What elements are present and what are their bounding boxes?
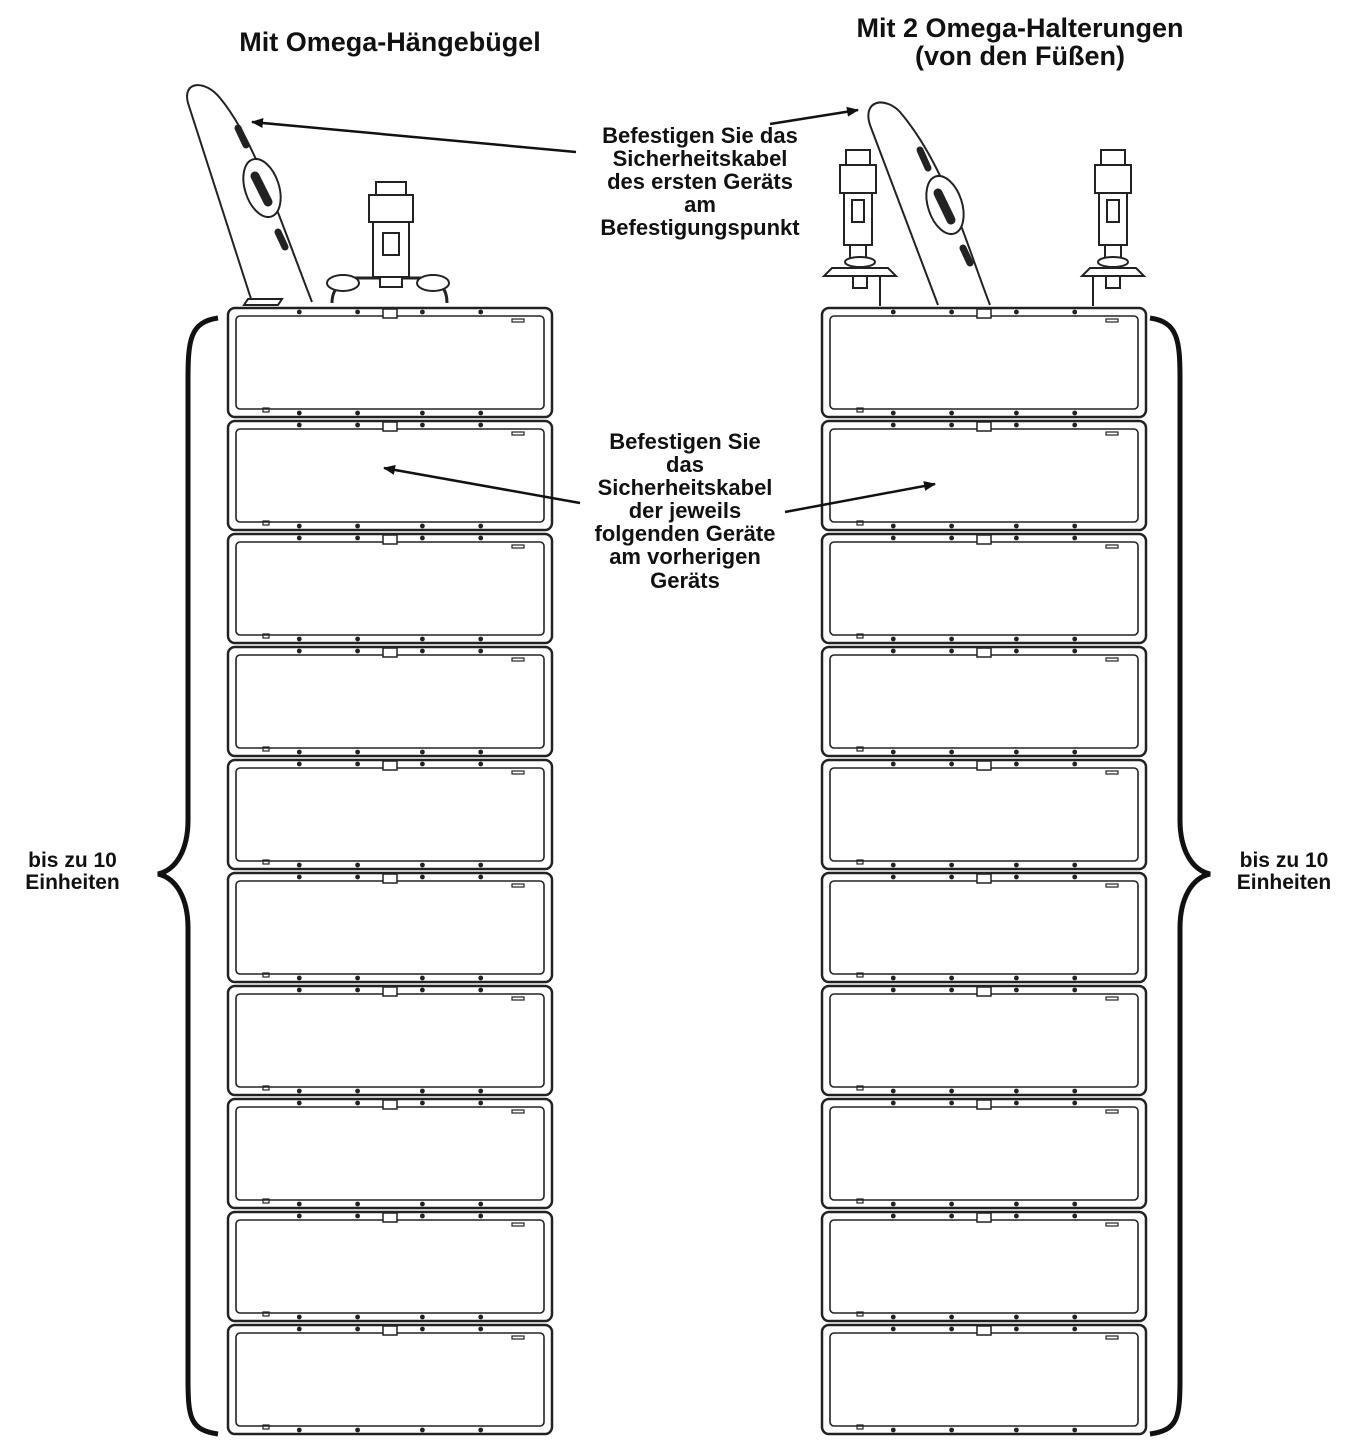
fixture-unit-left-8 <box>226 1097 554 1210</box>
title-right: Mit 2 Omega-Halterungen (von den Füßen) <box>770 14 1270 71</box>
note-following-fixtures: Befestigen Sie das Sicherheitskabel der … <box>594 429 776 593</box>
title-left: Mit Omega-Hängebügel <box>239 27 541 57</box>
callout-arrows <box>251 106 936 514</box>
omega-mount-right-foot <box>1079 149 1147 306</box>
fixture-unit-left-5 <box>226 758 554 871</box>
fixture-unit-right-2 <box>820 419 1148 532</box>
fixture-unit-left-3 <box>226 532 554 645</box>
fixture-unit-right-7 <box>820 984 1148 1097</box>
safety-cable-right <box>867 101 991 306</box>
fixture-unit-right-8 <box>820 1097 1148 1210</box>
fixture-unit-right-3 <box>820 532 1148 645</box>
safety-cable-left <box>186 84 313 306</box>
fixture-unit-right-6 <box>820 871 1148 984</box>
right-fixture-stack <box>820 306 1148 1436</box>
title-right-line-2: (von den Füßen) <box>915 41 1125 72</box>
omega-mount-left-foot <box>821 149 899 306</box>
omega-hanging-bracket-left <box>326 181 450 304</box>
fixture-unit-right-10 <box>820 1323 1148 1436</box>
arrow-to-first-cable-right <box>769 106 859 126</box>
fixture-unit-left-2 <box>226 419 554 532</box>
fixture-unit-right-9 <box>820 1210 1148 1323</box>
arrow-to-following-left <box>383 465 581 505</box>
unit-count-brace-right <box>1149 315 1211 1437</box>
fixture-unit-right-5 <box>820 758 1148 871</box>
fixture-unit-left-6 <box>226 871 554 984</box>
fixture-unit-right-1 <box>820 306 1148 419</box>
fixture-unit-left-1 <box>226 306 554 419</box>
left-fixture-stack <box>226 306 554 1436</box>
note-first-fixture: Befestigen Sie das Sicherheitskabel des … <box>600 123 800 241</box>
fixture-unit-right-4 <box>820 645 1148 758</box>
fixture-unit-left-10 <box>226 1323 554 1436</box>
arrow-to-following-right <box>784 481 936 514</box>
unit-count-label-left: bis zu 10 Einheiten <box>25 849 120 895</box>
unit-count-label-right: bis zu 10 Einheiten <box>1236 849 1332 895</box>
fixture-unit-left-7 <box>226 984 554 1097</box>
fixture-unit-left-4 <box>226 645 554 758</box>
arrow-to-first-cable-left <box>251 118 577 154</box>
fixture-unit-left-9 <box>226 1210 554 1323</box>
title-right-line-1: Mit 2 Omega-Halterungen <box>856 13 1184 43</box>
unit-count-brace-left <box>157 315 219 1437</box>
